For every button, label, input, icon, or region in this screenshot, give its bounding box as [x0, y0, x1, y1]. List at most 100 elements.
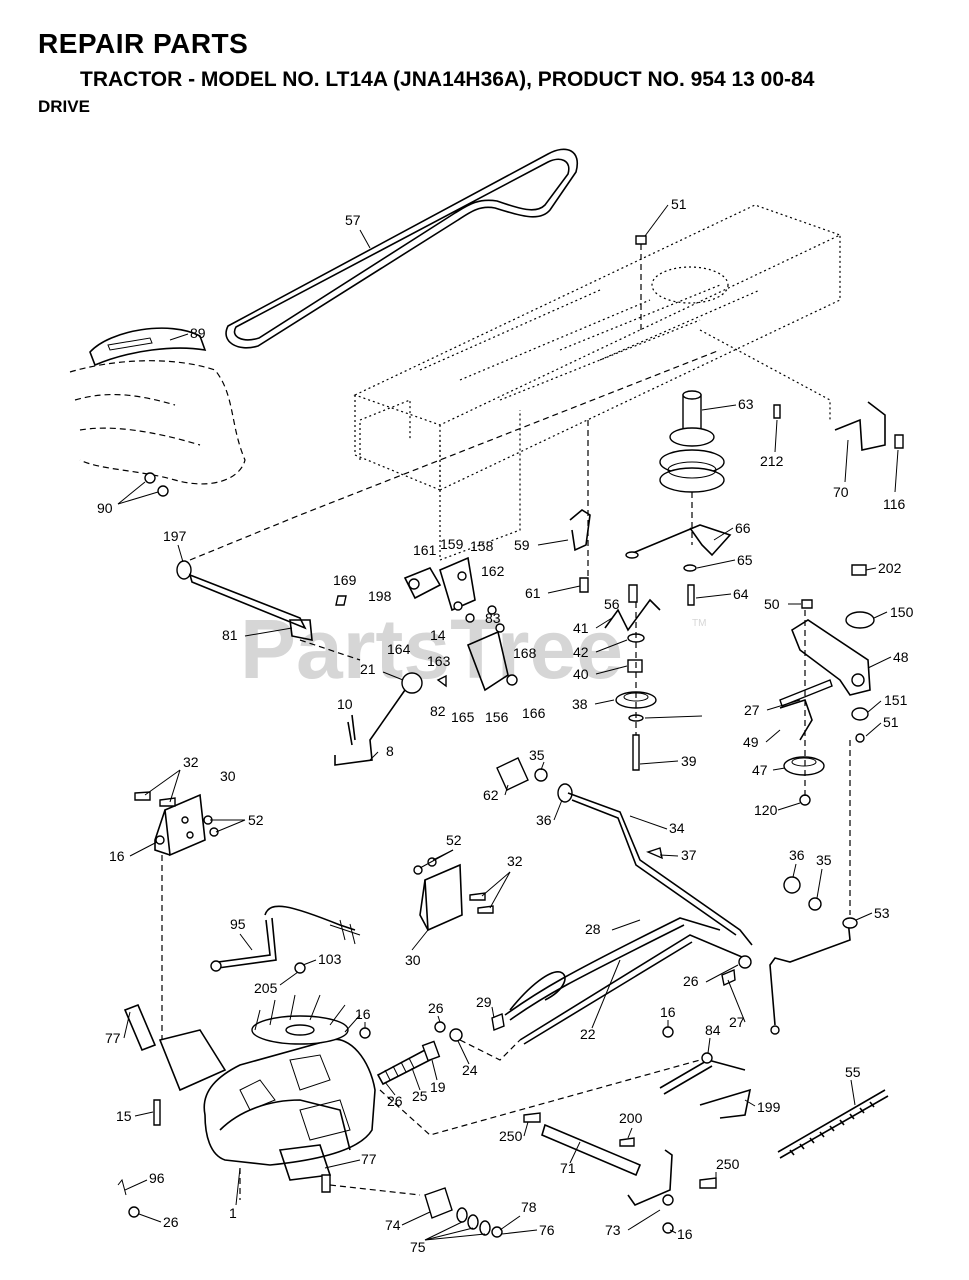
callout: 26	[163, 1214, 179, 1230]
callout: 64	[733, 586, 749, 602]
callout: 84	[705, 1022, 721, 1038]
callout: 212	[760, 453, 784, 469]
callout: 156	[485, 709, 509, 725]
callout: 71	[560, 1160, 576, 1176]
callout: 35	[816, 852, 832, 868]
engine-pulley	[659, 390, 725, 545]
spring-41	[604, 598, 661, 632]
callout: 95	[230, 916, 246, 932]
callout: 151	[884, 692, 908, 708]
callout: 16	[660, 1004, 676, 1020]
callout: 30	[405, 952, 421, 968]
callout: 162	[481, 563, 505, 579]
callout: 200	[619, 1110, 643, 1126]
rod-84	[659, 1026, 752, 1119]
bolt-61	[579, 577, 589, 593]
callout: 40	[573, 666, 589, 682]
callout: 63	[738, 396, 754, 412]
bolt-90	[144, 472, 169, 497]
callout: 62	[483, 787, 499, 803]
leader-lines	[117, 204, 899, 1241]
callout: 83	[485, 610, 501, 626]
axle-parts	[329, 1184, 503, 1238]
pivot-bracket	[335, 556, 518, 692]
model-subtitle: TRACTOR - MODEL NO. LT14A (JNA14H36A), P…	[80, 68, 815, 91]
callout: 38	[572, 696, 588, 712]
callout: 103	[318, 951, 342, 967]
drive-belt	[225, 148, 579, 349]
callout: 150	[890, 604, 914, 620]
callout: 48	[893, 649, 909, 665]
bolt-51-top	[635, 235, 647, 330]
callout: 19	[430, 1079, 446, 1095]
callout: 205	[254, 980, 278, 996]
callout: 14	[430, 627, 446, 643]
washer-65-left	[625, 551, 639, 559]
idler-bracket-48	[779, 564, 875, 915]
bolt-56	[628, 584, 638, 603]
callout: 89	[190, 325, 206, 341]
callout: 74	[385, 1217, 401, 1233]
callout: 250	[716, 1156, 740, 1172]
brake-rods	[491, 917, 752, 1045]
rod-66	[627, 524, 732, 557]
callout: 50	[764, 596, 780, 612]
shift-lever	[334, 672, 447, 766]
callout: 24	[462, 1062, 478, 1078]
callout: 32	[183, 754, 199, 770]
watermark-trademark: TM	[692, 618, 706, 629]
callout: 36	[789, 847, 805, 863]
watermark: PartsTree	[240, 602, 623, 696]
spacer-40	[627, 659, 643, 673]
callout: 15	[116, 1108, 132, 1124]
callout-labels: 57 51 89 63 212 70 116 90 197 66 59 65 1…	[97, 196, 914, 1255]
callout: 30	[220, 768, 236, 784]
callout: 16	[677, 1226, 693, 1242]
callout: 16	[109, 848, 125, 864]
callout: 36	[536, 812, 552, 828]
transaxle	[117, 994, 376, 1218]
shaft-81	[176, 349, 721, 661]
callout: 76	[539, 1222, 555, 1238]
callout: 70	[833, 484, 849, 500]
callout: 39	[681, 753, 697, 769]
callout: 47	[752, 762, 768, 778]
bracket-59	[569, 509, 591, 552]
pump-rod-cluster	[359, 1021, 701, 1136]
callout: 27	[729, 1014, 745, 1030]
callout: 26	[683, 973, 699, 989]
callout: 29	[476, 994, 492, 1010]
callout: 8	[386, 743, 394, 759]
callout: 55	[845, 1064, 861, 1080]
callout: 168	[513, 645, 537, 661]
callout: 202	[878, 560, 902, 576]
callout: 164	[387, 641, 411, 657]
callout: 96	[149, 1170, 165, 1186]
callout: 10	[337, 696, 353, 712]
tractor-frame	[353, 204, 842, 561]
rod-53	[769, 919, 851, 1026]
callout: 51	[671, 196, 687, 212]
callout: 34	[669, 820, 685, 836]
clutch-rod-34	[496, 757, 822, 946]
callout: 57	[345, 212, 361, 228]
callout: 81	[222, 627, 238, 643]
callout: 158	[470, 538, 494, 554]
callout: 42	[573, 644, 589, 660]
callout: 73	[605, 1222, 621, 1238]
bracket-30-upper	[134, 791, 219, 1040]
washer-65	[683, 564, 697, 572]
callout: 159	[440, 536, 464, 552]
callout: 28	[585, 921, 601, 937]
callout: 169	[333, 572, 357, 588]
callout: 56	[604, 596, 620, 612]
callout: 49	[743, 734, 759, 750]
callout: 37	[681, 847, 697, 863]
callout: 21	[360, 661, 376, 677]
callout: 35	[529, 747, 545, 763]
callout: 166	[522, 705, 546, 721]
callout: 61	[525, 585, 541, 601]
callout: 198	[368, 588, 392, 604]
callout: 52	[248, 812, 264, 828]
callout: 16	[355, 1006, 371, 1022]
